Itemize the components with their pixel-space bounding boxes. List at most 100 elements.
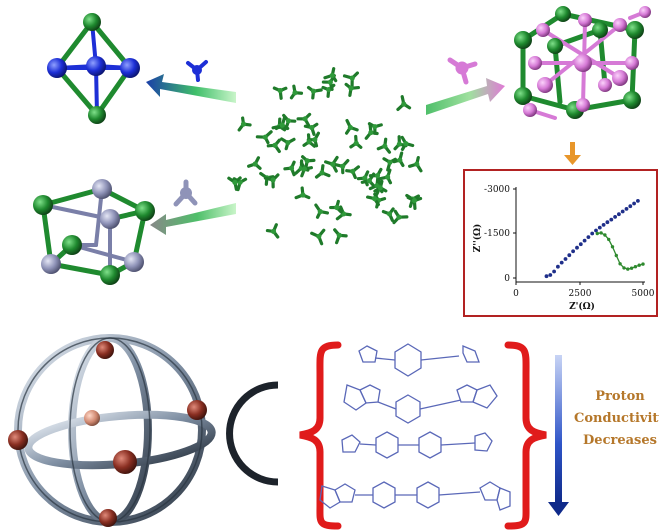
- inset-plot: -3000 -1500 0 0 2500 5000 Z''(Ω) Z'(Ω): [463, 169, 658, 317]
- x-tick-label: 0: [513, 289, 519, 299]
- plot-point: [563, 257, 568, 261]
- green-ligand-icon: [381, 207, 395, 222]
- green-ligand-icon: [306, 131, 320, 148]
- green-ligand-icon: [349, 134, 363, 149]
- plot-point: [556, 264, 560, 269]
- plot-point: [575, 245, 579, 250]
- plot-point: [567, 253, 572, 258]
- plot-point: [571, 249, 575, 254]
- plot-point: [544, 274, 549, 279]
- ligand-structure-1: [358, 343, 480, 377]
- blue-ligand-icon: [186, 60, 208, 82]
- plot-point: [605, 220, 610, 225]
- plot-point: [548, 273, 553, 277]
- left-bracket: [299, 341, 342, 530]
- green-ligand-icon: [300, 155, 316, 170]
- green-ligand-icon: [382, 157, 397, 172]
- green-ligand-icon: [344, 82, 361, 98]
- vertical-ring: [68, 334, 152, 526]
- green-ligand-icon: [306, 85, 323, 100]
- plot-point: [636, 199, 640, 203]
- ligand-structures: [319, 343, 511, 511]
- green-ligand-icon: [283, 160, 296, 177]
- green-ligand-icon: [333, 228, 348, 245]
- plot-point: [578, 242, 583, 247]
- teal-arrow-left-icon: [146, 74, 236, 103]
- gray-arrow-left-icon: [150, 203, 236, 235]
- green-ligand-icon: [237, 116, 252, 132]
- plot-point: [582, 238, 587, 243]
- plot-point: [613, 215, 617, 219]
- green-ligand-icon: [280, 137, 296, 151]
- green-ligand-icon: [329, 199, 343, 214]
- green-ligand-icon: [303, 122, 319, 136]
- green-ligand-icon: [344, 118, 359, 135]
- plot-point: [628, 204, 633, 209]
- plot-point: [624, 207, 629, 211]
- green-ligand-icon: [400, 135, 415, 152]
- plot-point: [617, 212, 621, 217]
- blue-green-cluster: [47, 13, 140, 124]
- gray-green-cube: [33, 179, 155, 285]
- ring-atom: [187, 400, 207, 420]
- plot-point: [609, 217, 614, 222]
- green-ligand-icon: [373, 179, 388, 193]
- green-ligand-icon: [247, 156, 262, 170]
- plot-series: [544, 199, 645, 279]
- plot-point: [597, 225, 602, 230]
- green-ligand-icon: [272, 86, 288, 100]
- green-ligand-icon: [299, 161, 313, 178]
- green-ligand-icon: [323, 67, 338, 83]
- green-ligand-icon: [335, 205, 352, 221]
- ring-atom: [113, 450, 137, 474]
- green-ligand-icon: [406, 195, 423, 210]
- blue-down-arrow-icon: [548, 355, 569, 516]
- x-tick-label: 2500: [569, 289, 592, 299]
- green-ligand-icon: [392, 209, 409, 225]
- x-axis-label: Z'(Ω): [569, 301, 595, 312]
- y-tick-label: -3000: [484, 185, 510, 195]
- plot-point: [590, 231, 595, 236]
- green-ligand-icon: [324, 155, 339, 173]
- orange-down-arrow-icon: [564, 142, 581, 165]
- ring-atom: [96, 341, 114, 359]
- pink-arrow-right-icon: [426, 78, 505, 115]
- plot-point: [586, 235, 591, 240]
- green-ligand-icon: [302, 133, 316, 148]
- green-ligand-icon: [310, 228, 326, 246]
- y-tick-label: -1500: [484, 229, 510, 239]
- x-tick-label: 5000: [632, 289, 655, 299]
- plot-point: [559, 260, 564, 265]
- binding-arc: [226, 381, 279, 486]
- green-ligand-icon: [408, 155, 423, 173]
- plot-point: [552, 269, 556, 274]
- green-ligand-icon: [282, 113, 297, 130]
- plot-point: [632, 201, 636, 206]
- green-ligand-icon: [366, 190, 380, 207]
- ligand-structure-2: [343, 384, 498, 424]
- green-ligand-icon: [263, 173, 280, 189]
- y-tick-label: 0: [504, 274, 510, 284]
- green-ligand-icon: [314, 203, 330, 219]
- green-ligand-icon: [345, 165, 361, 180]
- green-ligand-icon: [289, 84, 304, 100]
- green-ligand-icon: [314, 164, 331, 179]
- plot-point: [601, 223, 606, 227]
- green-ligand-icon: [378, 168, 393, 185]
- green-ligand-icon: [294, 186, 311, 200]
- green-ligand-icon: [296, 112, 312, 128]
- ring-center-atom: [84, 410, 100, 426]
- green-ligand-icon: [255, 130, 273, 145]
- right-bracket: [504, 341, 547, 530]
- green-ligand-icon: [376, 137, 392, 154]
- green-ligand-icon: [227, 176, 242, 191]
- pink-green-cage: [514, 6, 651, 120]
- green-ligand-icon: [266, 138, 281, 154]
- green-ligand-cloud: [227, 67, 423, 246]
- green-ligand-icon: [356, 170, 370, 187]
- green-ligand-icon: [265, 223, 280, 239]
- ring-atom: [8, 430, 28, 450]
- pink-ligand-icon: [447, 57, 478, 85]
- caption-line-3: Decreases: [583, 433, 657, 448]
